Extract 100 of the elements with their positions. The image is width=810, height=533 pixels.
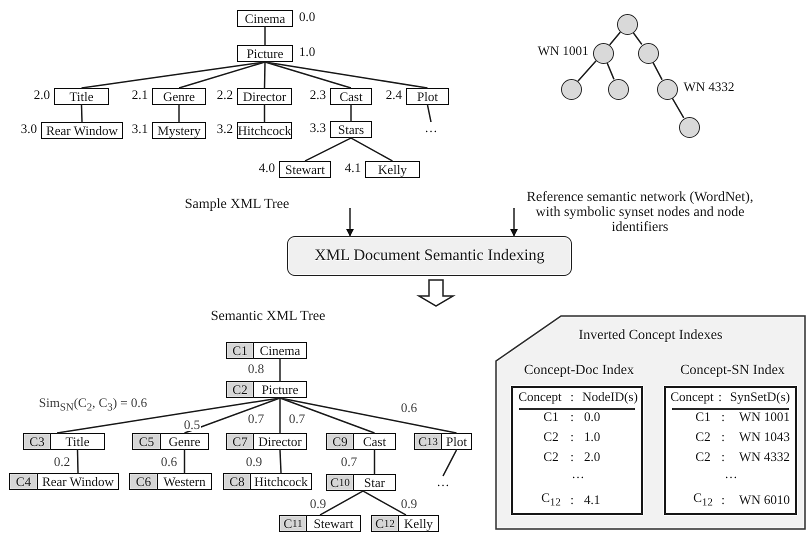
- concept-tag: C9: [327, 434, 354, 449]
- edge-label: 0.9: [400, 496, 418, 510]
- process-box: XML Document Semantic Indexing: [287, 236, 572, 276]
- connector-line: [80, 104, 83, 122]
- table-header: :: [570, 390, 574, 404]
- connector-line: [426, 104, 432, 122]
- panel-title: Inverted Concept Indexes: [578, 329, 724, 343]
- edge-label: 0.7: [246, 412, 266, 424]
- element-label: Picture: [246, 46, 284, 62]
- ellipsis-text: …: [421, 122, 441, 136]
- arrow: [346, 208, 354, 237]
- concept-node: [414, 433, 472, 450]
- table-cell: C$_{12}$: [541, 490, 561, 510]
- connector-line: [184, 397, 280, 434]
- concept-node: [326, 474, 396, 491]
- table-cell: :: [570, 410, 574, 424]
- edge-label: 0.6: [400, 400, 418, 414]
- concept-tag: C8: [224, 474, 251, 489]
- connector-line: [264, 61, 428, 89]
- concept-node: [226, 433, 307, 450]
- ellipsis-text: …: [433, 476, 453, 490]
- concept-label: Western: [162, 474, 207, 489]
- connector-line: [264, 61, 352, 89]
- element-label: Cinema: [244, 10, 286, 26]
- connector-line: [304, 137, 352, 162]
- connector-line: [76, 450, 79, 474]
- concept-label: Title: [64, 434, 91, 449]
- node-id-label: 1.0: [299, 45, 316, 59]
- node-id-label: 2.4: [386, 88, 402, 102]
- connector-line: [264, 27, 266, 45]
- table-header: NodeID(s): [582, 390, 638, 404]
- table-cell: C2: [695, 430, 711, 444]
- connector-line: [184, 450, 186, 473]
- connector-line: [178, 105, 180, 122]
- table-cell: C2: [543, 450, 559, 464]
- synset-node: [678, 116, 700, 138]
- table-cell: :: [721, 410, 725, 424]
- element-label: Director: [242, 88, 286, 104]
- concept-label: Hitchcock: [253, 474, 309, 489]
- table-cell: C1: [543, 410, 559, 424]
- connector-line: [362, 490, 406, 516]
- table-cell: :: [721, 450, 725, 464]
- connector-line: [350, 105, 352, 121]
- node-id-label: 3.2: [216, 122, 233, 136]
- element-label: Kelly: [378, 162, 407, 178]
- connector-line: [374, 450, 376, 474]
- element-label: Mystery: [157, 122, 201, 138]
- edge-label: 0.7: [288, 412, 306, 424]
- synset-id-label: WN 4332: [684, 80, 734, 94]
- diagram-caption: Semantic XML Tree: [210, 310, 326, 324]
- connector-line: [609, 32, 621, 46]
- table-cell: WN 6010: [739, 493, 790, 507]
- table-heading: Concept-Doc Index: [522, 364, 636, 378]
- concept-label: Stewart: [312, 516, 354, 531]
- connector-line: [652, 62, 663, 80]
- connector-line: [178, 61, 266, 89]
- arrow: [510, 208, 518, 237]
- node-id-label: 2.3: [310, 88, 326, 102]
- table-cell: 4.1: [584, 493, 600, 507]
- table-cell: C1: [695, 410, 711, 424]
- concept-tag: C5: [133, 434, 161, 449]
- edge-label: 0.9: [308, 496, 328, 510]
- table-cell: 0.0: [584, 410, 600, 424]
- node-id-label: 3.0: [20, 122, 37, 136]
- concept-node: [132, 433, 209, 450]
- table-header: :: [718, 390, 722, 404]
- table-heading: Concept-SN Index: [679, 364, 786, 378]
- concept-tag: C3: [24, 434, 51, 449]
- table-cell: C$_{12}$: [693, 490, 713, 510]
- concept-label: Director: [257, 434, 303, 449]
- synset-node: [616, 14, 638, 34]
- connector-line: [672, 98, 684, 118]
- table-cell: :: [721, 430, 725, 444]
- diagram-caption: Reference semantic network (WordNet), with symbolic synset nodes and node identifiers: [526, 190, 754, 234]
- table-cell: C2: [695, 450, 711, 464]
- node-id-label: 3.3: [310, 121, 326, 135]
- concept-label: Kelly: [403, 516, 434, 531]
- connector-line: [279, 359, 281, 381]
- table-cell: :: [570, 493, 574, 507]
- concept-label: Picture: [260, 382, 300, 397]
- node-id-label: 4.0: [258, 161, 275, 175]
- element-label: Stars: [338, 122, 364, 138]
- table-cell: 2.0: [584, 450, 600, 464]
- connector-line: [279, 398, 281, 433]
- edge-label: 0.8: [246, 362, 266, 374]
- element-label: Hitchcock: [238, 122, 292, 138]
- table-header: Concept: [518, 390, 562, 404]
- concept-node: [226, 342, 307, 359]
- index-panel: [495, 315, 806, 530]
- concept-label: Rear Window: [41, 474, 115, 489]
- concept-node: [326, 433, 396, 450]
- node-id-label: 3.1: [132, 122, 148, 136]
- node-id-label: 0.0: [299, 10, 316, 24]
- node-id-label: 2.0: [34, 88, 50, 102]
- table-cell: WN 1043: [739, 430, 790, 444]
- node-id-label: 4.1: [344, 161, 361, 175]
- edge-label: 0.2: [52, 454, 72, 468]
- element-label: Genre: [163, 88, 195, 104]
- table-cell: …: [724, 467, 738, 481]
- concept-node: [9, 473, 119, 490]
